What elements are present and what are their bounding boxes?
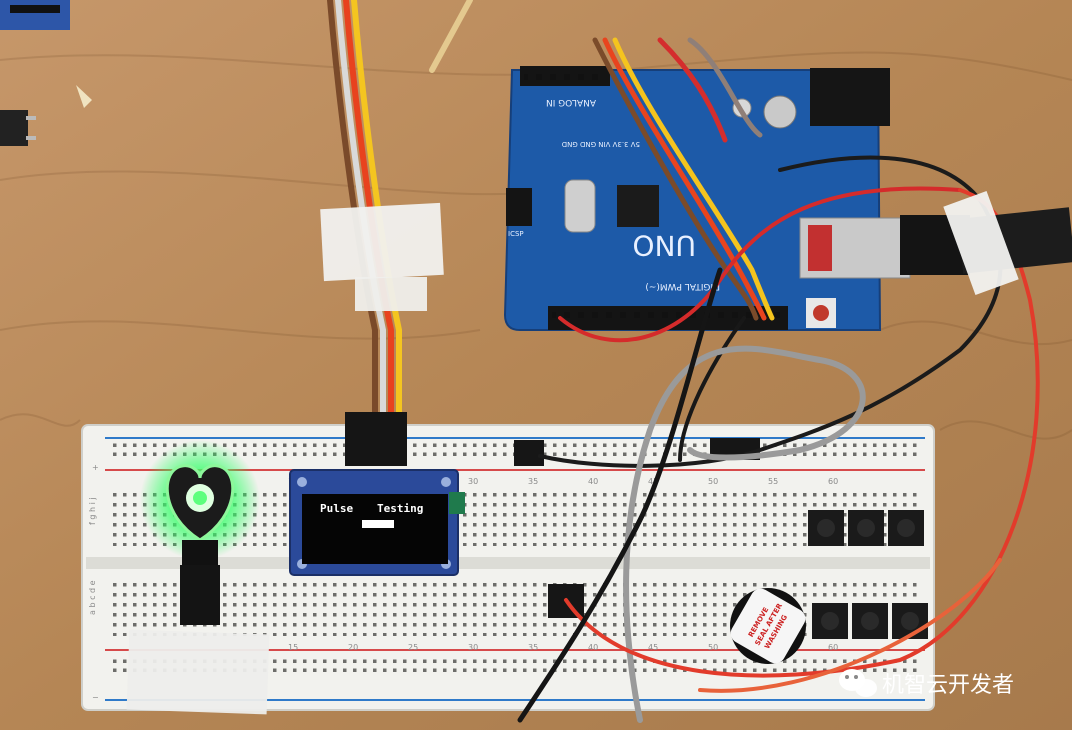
atmega-chip [617,185,659,227]
power-pins-label: 5V 3.3V VIN GND GND [562,140,640,148]
oled-header-connector [345,412,407,466]
column-number: 15 [288,643,298,652]
oled-screen [302,494,448,564]
column-number: 25 [408,643,418,652]
tactile-buttons-upper [808,510,924,546]
tape-lower [355,277,427,311]
watermark: 机智云开发者 [839,669,1014,698]
column-number: 60 [828,477,838,486]
column-number: 45 [648,477,658,486]
pulse-sensor [140,440,260,570]
loose-button [0,110,28,146]
column-number: 35 [528,477,538,486]
digital-label: DIGITAL PWM(~) [645,281,720,291]
rail-minus-bottom: − [92,693,99,702]
analog-label: ANALOG IN [546,97,596,107]
icsp-label: ICSP [508,230,524,238]
tactile-buttons-lower [812,603,928,639]
tape-upper [320,202,444,282]
column-number: 60 [828,643,838,652]
column-number: 30 [468,477,478,486]
tape-usb [943,190,1019,296]
jumper-connector-1 [514,440,544,466]
icsp-header [506,188,532,226]
tape-bottom-left [126,629,270,715]
column-number: 55 [768,477,778,486]
wechat-icon [839,669,877,697]
watermark-text: 机智云开发者 [882,673,1014,698]
column-number: 20 [348,643,358,652]
wood-chip [76,85,92,108]
oled-pulse-bar [362,520,394,528]
column-number: 45 [648,643,658,652]
oled-module: Pulse Testing [289,469,465,576]
buzzer: REMOVE SEAL AFTER WASHING [730,588,806,664]
row-letters-top: f g h i j [88,497,97,525]
rail-plus-top: + [92,463,99,472]
column-number: 40 [588,477,598,486]
column-number: 40 [588,643,598,652]
capacitor [763,95,797,129]
toothpick [429,0,473,73]
blue-module-corner [0,0,70,30]
column-number: 50 [708,643,718,652]
crystal [564,179,596,233]
uno-logo: UNO [633,229,696,262]
oled-label-testing: Testing [377,502,423,515]
row-letters-bottom: a b c d e [88,580,97,615]
column-number: 30 [468,643,478,652]
oled-label-pulse: Pulse [320,502,353,515]
sensor-cable [180,565,220,625]
arduino-uno-board: UNO DIGITAL PWM(~) ANALOG IN 5V 3.3V VIN… [503,66,911,331]
dc-jack [810,68,890,126]
column-number: 35 [528,643,538,652]
column-number: 50 [708,477,718,486]
